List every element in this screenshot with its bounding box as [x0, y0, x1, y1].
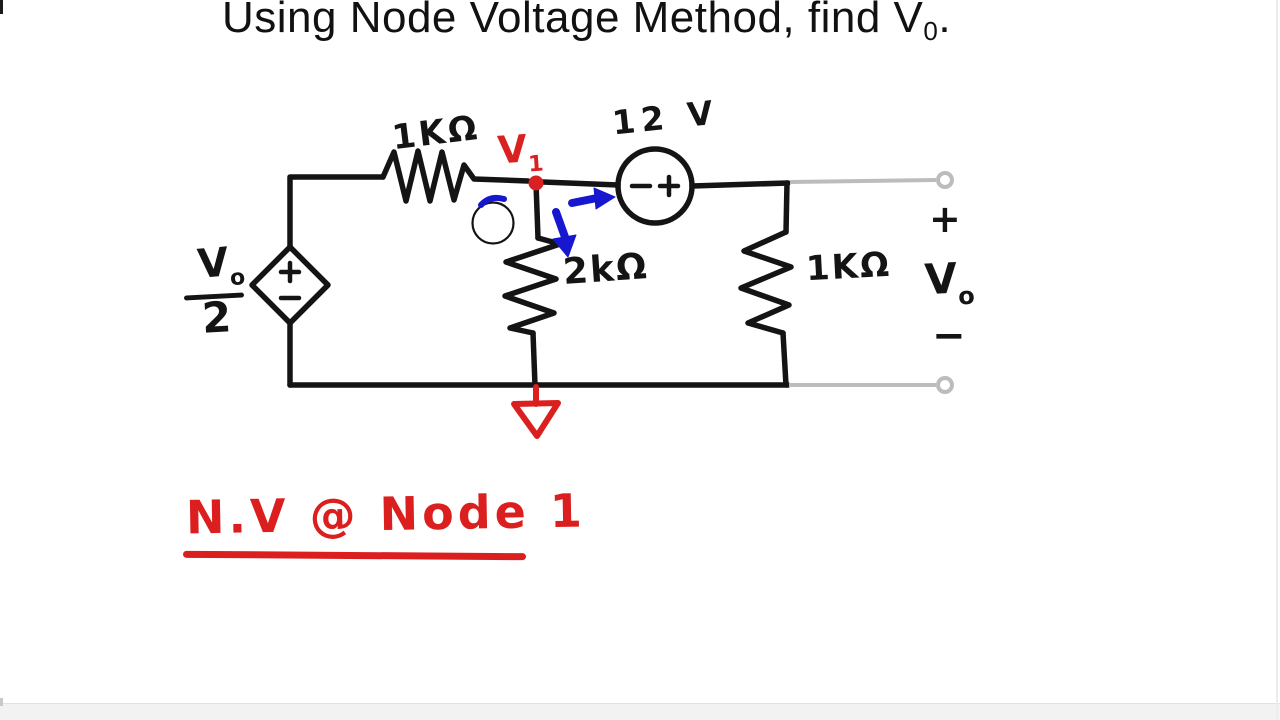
wire-right-bottom	[780, 330, 789, 388]
top-left-edge-mark	[0, 0, 3, 14]
dependent-source-denominator: 2	[200, 292, 233, 343]
wire-node-to-source	[540, 179, 621, 188]
bottom-toolbar-strip	[0, 703, 1280, 720]
current-arrow-down-shaft	[552, 208, 569, 241]
dep-v-letter: V	[195, 239, 231, 288]
current-arrow-right-head	[593, 187, 616, 210]
source-12v-polarity	[629, 174, 681, 198]
node-v1-letter: V	[496, 126, 529, 173]
resistor-1k-top-label: 1KΩ	[389, 107, 483, 159]
node-voltage-annotation: N.V @ Node 1	[185, 483, 587, 545]
node-v1-dot	[528, 175, 544, 191]
bottom-left-edge-mark	[0, 698, 3, 706]
output-v-letter: V	[923, 253, 959, 305]
dependent-source-polarity	[278, 260, 302, 301]
dep-v-subscript: o	[228, 264, 247, 292]
node-v1-subscript: 1	[527, 151, 545, 178]
page-title: Using Node Voltage Method, find V0.	[222, 0, 951, 47]
output-minus-sign: −	[932, 313, 966, 359]
resistor-1k-right	[738, 229, 794, 336]
cursor-circle[interactable]	[471, 201, 515, 245]
current-arrows	[478, 187, 616, 258]
terminal-bottom	[936, 376, 954, 394]
dependent-source-diamond	[249, 244, 331, 326]
page-title-period: .	[938, 0, 952, 42]
ground-triangle	[511, 400, 561, 439]
wire-source-to-right	[689, 180, 791, 189]
output-wires	[789, 171, 954, 394]
resistor-2k-label: 2kΩ	[561, 246, 650, 293]
page-title-text: Using Node Voltage Method, find V	[222, 0, 924, 42]
wire-top-left	[287, 174, 386, 249]
wire-mid-bottom	[530, 330, 538, 388]
current-arrow-down-head	[552, 234, 577, 258]
resistor-2k	[502, 235, 563, 336]
page-title-subscript: 0	[923, 16, 939, 46]
node-v1-label: V1	[496, 126, 545, 178]
wire-right-down	[783, 180, 790, 235]
source-12v-label: 12 V	[610, 92, 721, 143]
gray-wire-top	[789, 178, 937, 184]
blue-tick-mark	[478, 194, 507, 208]
voltage-source-12v	[615, 146, 695, 226]
current-arrow-right-shaft	[568, 194, 601, 207]
dependent-source-numerator: Vo	[195, 239, 247, 293]
wire-node-down	[533, 180, 541, 241]
ground-symbol	[511, 384, 561, 439]
resistor-1k-right-label: 1KΩ	[805, 244, 892, 290]
right-scrollbar-track[interactable]	[1276, 0, 1278, 720]
resistor-1k-top	[380, 148, 531, 204]
output-plus-sign: +	[929, 197, 961, 241]
output-voltage-label: Vo	[923, 253, 976, 311]
terminal-top	[936, 171, 954, 189]
output-v-subscript: o	[957, 281, 976, 311]
